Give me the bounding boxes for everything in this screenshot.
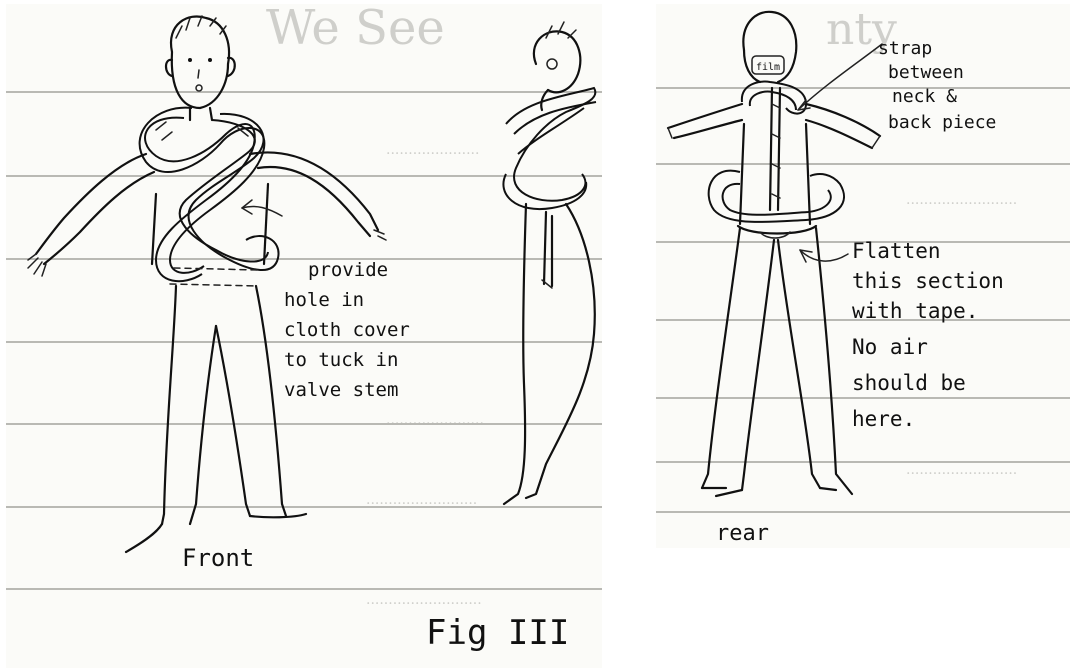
- annotation-line: strap: [878, 38, 932, 59]
- notebook-page-right: nty ......................... ..........…: [656, 4, 1070, 548]
- annotation-line: provide: [308, 259, 388, 281]
- annotation-line: here.: [852, 407, 915, 431]
- annotation-line: valve stem: [284, 379, 398, 401]
- front-figure-drawing: provide hole in cloth cover to tuck in v…: [6, 4, 602, 668]
- rear-label: rear: [716, 521, 769, 546]
- front-annotation: provide hole in cloth cover to tuck in v…: [284, 259, 410, 401]
- annotation-line: between: [888, 62, 964, 83]
- annotation-line: should be: [852, 371, 966, 395]
- annotation-line: back piece: [888, 112, 996, 133]
- annotation-line: with tape.: [852, 299, 978, 323]
- annotation-line: cloth cover: [284, 319, 410, 341]
- strap-note: strap between neck & back piece: [878, 38, 996, 133]
- rear-person: film: [668, 12, 882, 496]
- annotation-line: neck &: [892, 86, 957, 107]
- annotation-line: No air: [852, 335, 928, 359]
- front-person: [28, 16, 386, 552]
- side-person: [503, 22, 596, 504]
- flatten-note: Flatten this section with tape. No air s…: [852, 239, 1004, 431]
- annotation-line: hole in: [284, 289, 364, 311]
- front-label: Front: [182, 544, 254, 572]
- figure-caption: Fig III: [426, 613, 569, 653]
- annotation-line: to tuck in: [284, 349, 398, 371]
- annotation-line: Flatten: [852, 239, 941, 263]
- notebook-page-left: We See ..................... ...........…: [6, 4, 602, 668]
- annotation-line: this section: [852, 269, 1004, 293]
- svg-text:film: film: [756, 62, 780, 73]
- rear-figure-drawing: film: [656, 4, 1070, 548]
